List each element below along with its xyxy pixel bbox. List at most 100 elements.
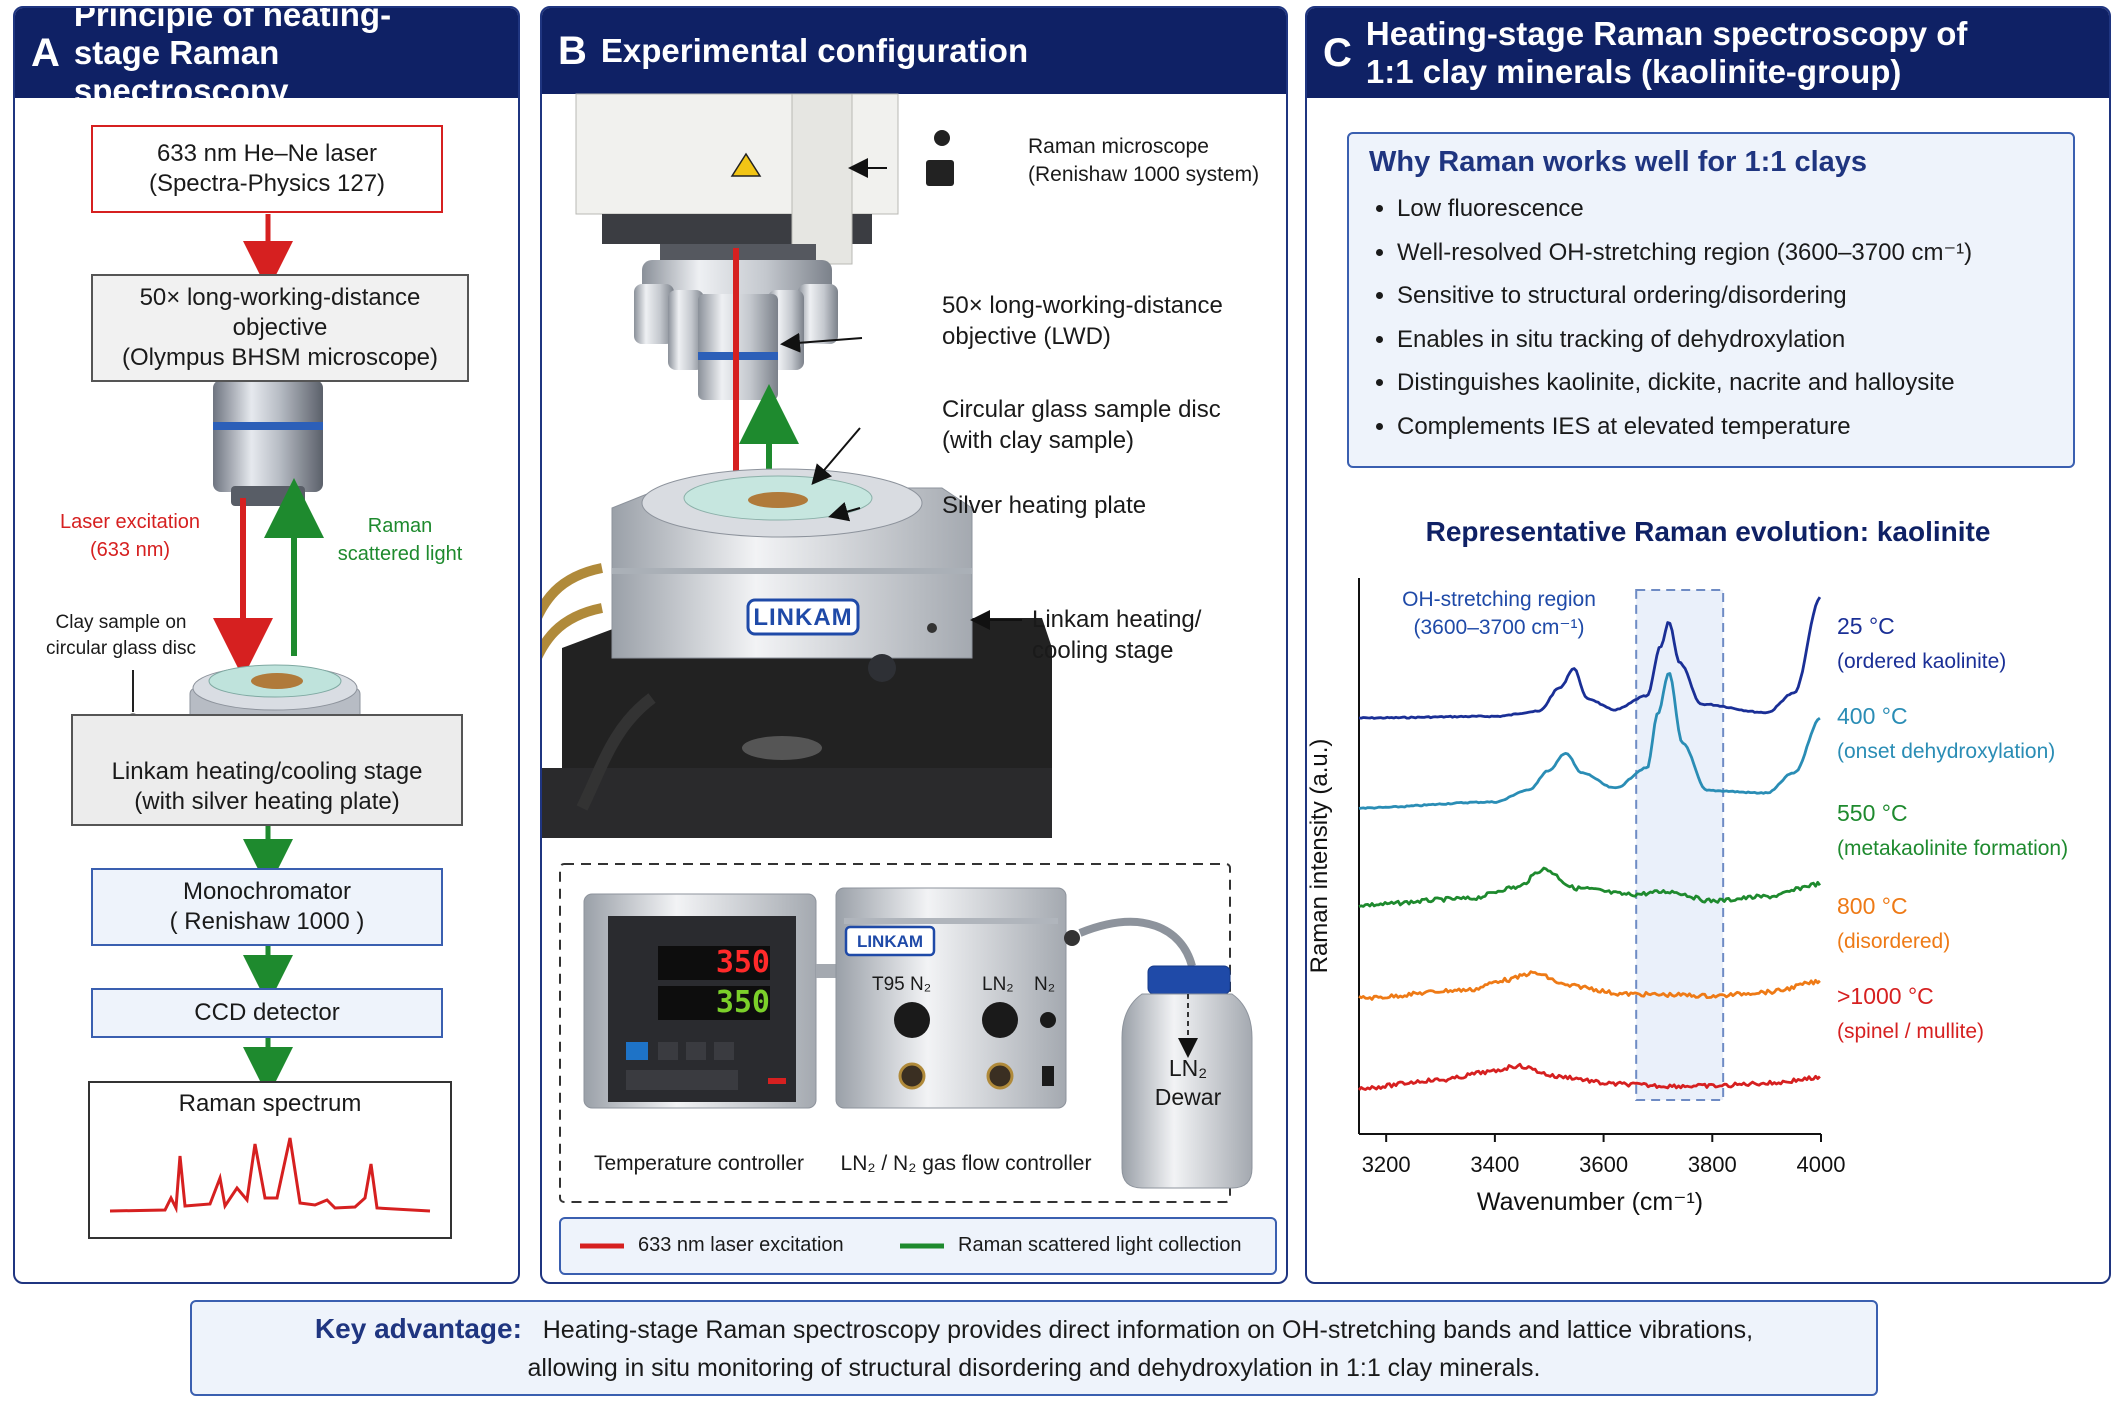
ln2-dewar: [1121, 993, 1253, 1189]
dewar-label: LN₂ Dewar: [1140, 1054, 1236, 1112]
knob-label-ln2: LN₂: [982, 974, 1014, 995]
series-label: (metakaolinite formation): [1837, 837, 2068, 860]
gas-logo: LINKAM: [856, 932, 924, 951]
stage-logo: LINKAM: [753, 604, 853, 631]
callout-microscope-line2: (Renishaw 1000 system): [1028, 163, 1260, 186]
mini-spectrum: [109, 1137, 431, 1214]
why-item: Complements IES at elevated temperature: [1397, 405, 2055, 449]
series-line: [1358, 672, 1821, 810]
laser-box-line1: 633 nm He–Ne laser: [156, 140, 378, 167]
oh-region-label-1: OH-stretching region: [1402, 588, 1596, 611]
panel-b-letter: B: [558, 28, 587, 73]
excitation-label: Laser excitation (633 nm): [55, 508, 205, 564]
ccd-label: CCD detector: [194, 999, 340, 1026]
laser-box: 633 nm He–Ne laser (Spectra-Physics 127): [91, 125, 443, 213]
callout-microscope: Raman microscope (Renishaw 1000 system): [1028, 133, 1259, 189]
panel-c: C Heating-stage Raman spectroscopy of 1:…: [1305, 6, 2111, 1284]
oh-region-highlight: [1635, 589, 1725, 1101]
objective-box-line1: 50× long-working-distance: [139, 284, 421, 311]
sample-label-line1: Clay sample on: [55, 612, 187, 633]
x-tick-label: 3600: [1579, 1152, 1628, 1177]
raman-chart: 3200 3400 3600 3800 4000 25 °C (ordered kaoli…: [1307, 578, 2068, 1216]
laser-box-line2: (Spectra-Physics 127): [148, 170, 386, 197]
x-tick-label: 4000: [1797, 1152, 1846, 1177]
scatter-label-line1: Raman: [367, 515, 433, 537]
panel-a-letter: A: [31, 30, 60, 75]
stage-box-line2: (with silver heating plate): [134, 788, 400, 815]
panel-c-title: Heating-stage Raman spectroscopy of 1:1 …: [1365, 15, 1968, 90]
why-item: Sensitive to structural ordering/disorde…: [1397, 274, 2055, 318]
callout-stage-line1: Linkam heating/: [1032, 606, 1202, 633]
key-advantage-line2: allowing in situ monitoring of structura…: [527, 1354, 1541, 1382]
scatter-label: Raman scattered light: [325, 512, 475, 568]
callout-disc: Circular glass sample disc (with clay sa…: [942, 394, 1221, 456]
x-tick-label: 3400: [1470, 1152, 1519, 1177]
why-raman-title: Why Raman works well for 1:1 clays: [1369, 146, 1868, 178]
knob-label-n2: N₂: [1034, 974, 1056, 995]
why-item: Enables in situ tracking of dehydroxylat…: [1397, 318, 2055, 362]
legend-raman-label: Raman scattered light collection: [958, 1234, 1242, 1256]
series-label: (disordered): [1837, 930, 1950, 953]
x-tick-label: 3200: [1362, 1152, 1411, 1177]
objective-box-line3: (Olympus BHSM microscope): [121, 344, 439, 371]
knob-label-t95: T95 N₂: [872, 974, 932, 995]
panel-b-header: B Experimental configuration: [542, 8, 1286, 94]
clay-sample: [748, 492, 808, 508]
why-item: Low fluorescence: [1397, 187, 2055, 231]
stage-box-line1: Linkam heating/cooling stage: [111, 758, 423, 785]
monochromator-line2: ( Renishaw 1000 ): [169, 908, 365, 935]
callout-microscope-line1: Raman microscope: [1028, 135, 1209, 158]
why-raman-box: Why Raman works well for 1:1 clays Low f…: [1347, 132, 2075, 468]
callout-stage-line2: cooling stage: [1032, 637, 1174, 664]
warning-icon: [730, 152, 762, 177]
key-advantage-line1: Heating-stage Raman spectroscopy provide…: [542, 1316, 1754, 1344]
laser-beam: [733, 248, 739, 503]
knob-t95-icon: [894, 1002, 930, 1038]
display-top: 350: [715, 945, 770, 980]
key-advantage-box: Key advantage: Heating-stage Raman spect…: [190, 1300, 1878, 1396]
sample-label-line2: circular glass disc: [46, 638, 196, 659]
series-name: 25 °C: [1837, 613, 1895, 639]
series-line: [1358, 866, 1822, 908]
scatter-label-line2: scattered light: [337, 543, 463, 565]
objective-icon: [213, 380, 323, 492]
objective-box: 50× long-working-distance objective (Oly…: [91, 274, 469, 382]
why-item: Distinguishes kaolinite, dickite, nacrit…: [1397, 361, 2055, 405]
series-label: (spinel / mullite): [1837, 1020, 1984, 1043]
dewar-label-line2: Dewar: [1154, 1084, 1222, 1110]
sample-label: Clay sample on circular glass disc: [31, 610, 211, 662]
temperature-controller-label: Temperature controller: [593, 1152, 805, 1175]
series-name: 400 °C: [1837, 703, 1908, 729]
microscope-knob: [934, 130, 950, 146]
ccd-box: CCD detector: [91, 988, 443, 1038]
dewar-label-line1: LN₂: [1168, 1055, 1208, 1081]
callout-disc-line2: (with clay sample): [942, 427, 1135, 454]
key-advantage-label: Key advantage:: [314, 1313, 522, 1344]
callout-disc-line1: Circular glass sample disc: [942, 396, 1221, 423]
series-label: (ordered kaolinite): [1837, 650, 2006, 673]
panel-b: B Experimental configuration: [540, 6, 1288, 1284]
knob-ln2-icon: [982, 1002, 1018, 1038]
series-line: [1357, 1062, 1821, 1091]
excitation-label-line1: Laser excitation: [59, 511, 201, 533]
panel-a: A Principle of heating-stage Raman spect…: [13, 6, 520, 1284]
oh-region-label-2: (3600–3700 cm⁻¹): [1413, 616, 1584, 639]
stage-box: Linkam heating/cooling stage (with silve…: [71, 714, 463, 826]
panel-c-letter: C: [1323, 30, 1352, 75]
panel-c-header: C Heating-stage Raman spectroscopy of 1:…: [1307, 8, 2109, 98]
excitation-label-line2: (633 nm): [89, 539, 171, 561]
series-name: >1000 °C: [1837, 983, 1934, 1009]
y-axis-label: Raman intensity (a.u.): [1307, 739, 1333, 974]
legend-laser-label: 633 nm laser excitation: [638, 1234, 844, 1256]
gas-controller-label: LN₂ / N₂ gas flow controller: [840, 1152, 1092, 1175]
callout-objective: 50× long-working-distance objective (LWD…: [942, 290, 1223, 352]
series-label: (onset dehydroxylation): [1837, 740, 2055, 763]
callout-plate: Silver heating plate: [942, 492, 1147, 519]
x-tick-label: 3800: [1688, 1152, 1737, 1177]
panel-b-title: Experimental configuration: [600, 32, 1029, 69]
panel-a-header: A Principle of heating-stage Raman spect…: [15, 8, 518, 109]
series-line: [1358, 970, 1821, 1001]
callout-objective-line1: 50× long-working-distance: [942, 292, 1223, 319]
callout-stage: Linkam heating/ cooling stage: [1032, 604, 1201, 666]
callout-objective-line2: objective (LWD): [942, 323, 1111, 350]
